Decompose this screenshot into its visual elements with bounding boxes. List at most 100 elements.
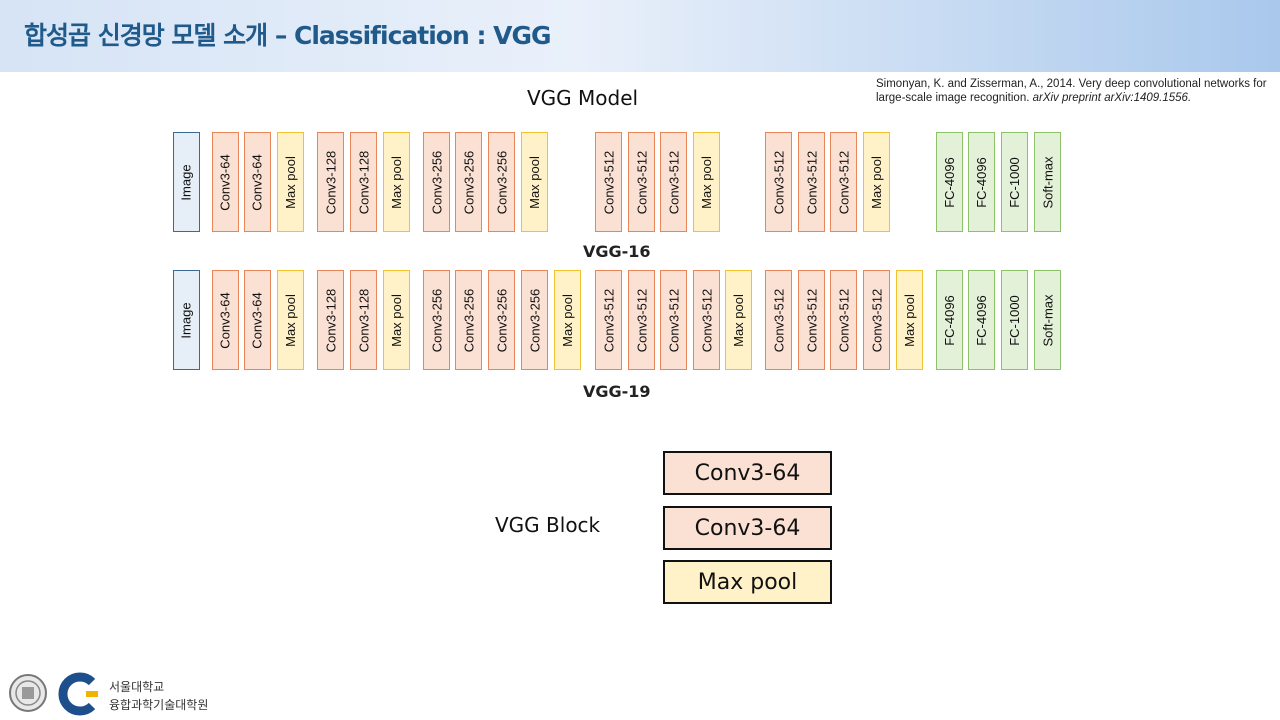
footer-institution: 서울대학교 융합과학기술대학원 — [109, 678, 208, 714]
vgg19-layer-img: Image — [173, 270, 200, 370]
header-bar: 합성곱 신경망 모델 소개 – Classification : VGG — [0, 0, 1280, 72]
vgg19-layer-fc: FC-1000 — [1001, 270, 1028, 370]
vgg19-layer-conv: Conv3-256 — [521, 270, 548, 370]
vgg16-layer-label: Conv3-256 — [429, 150, 445, 214]
vgg19-layer-conv: Conv3-64 — [212, 270, 239, 370]
vgg19-layer-label: Conv3-512 — [666, 288, 682, 352]
vgg19-layer-label: Conv3-512 — [836, 288, 852, 352]
vgg-block-label: VGG Block — [495, 513, 601, 537]
vgg16-layer-conv: Conv3-256 — [488, 132, 515, 232]
vgg16-layer-fc: FC-4096 — [936, 132, 963, 232]
vgg19-layer-conv: Conv3-512 — [830, 270, 857, 370]
vgg19-layer-label: Conv3-128 — [356, 288, 372, 352]
vgg16-layer-conv: Conv3-512 — [798, 132, 825, 232]
vgg19-layer-label: Conv3-256 — [527, 288, 543, 352]
vgg19-layer-label: Conv3-256 — [461, 288, 477, 352]
vgg16-layer-fc: Soft-max — [1034, 132, 1061, 232]
vgg19-layer-label: Conv3-64 — [250, 291, 265, 349]
vgg-block-maxpool: Max pool — [663, 560, 832, 604]
vgg16-layer-label: Conv3-512 — [804, 150, 820, 214]
snu-emblem-icon — [9, 674, 47, 712]
vgg16-layer-conv: Conv3-512 — [765, 132, 792, 232]
vgg16-layer-label: FC-1000 — [1007, 156, 1023, 208]
vgg19-layer-label: Soft-max — [1040, 293, 1056, 347]
vgg16-layer-label: Max pool — [283, 155, 298, 209]
vgg19-layer-conv: Conv3-256 — [423, 270, 450, 370]
vgg19-layer-pool: Max pool — [554, 270, 581, 370]
vgg19-layer-label: Conv3-128 — [323, 288, 339, 352]
vgg16-layer-label: Max pool — [389, 155, 404, 209]
vgg19-layer-label: Conv3-512 — [699, 288, 715, 352]
vgg16-layer-label: Max pool — [869, 155, 884, 209]
vgg19-layer-label: Max pool — [902, 293, 917, 347]
vgg19-layer-pool: Max pool — [896, 270, 923, 370]
vgg16-layer-fc: FC-4096 — [968, 132, 995, 232]
vgg19-layer-label: Max pool — [283, 293, 298, 347]
slide-title: 합성곱 신경망 모델 소개 – Classification : VGG — [24, 21, 552, 50]
citation: Simonyan, K. and Zisserman, A., 2014. Ve… — [876, 77, 1271, 105]
vgg16-layer-label: Conv3-256 — [461, 150, 477, 214]
vgg16-layer-fc: FC-1000 — [1001, 132, 1028, 232]
vgg19-layer-fc: Soft-max — [1034, 270, 1061, 370]
vgg19-layer-pool: Max pool — [383, 270, 410, 370]
vgg16-layer-conv: Conv3-512 — [628, 132, 655, 232]
vgg16-layer-label: Conv3-512 — [771, 150, 787, 214]
vgg16-layer-conv: Conv3-512 — [595, 132, 622, 232]
vgg16-layer-label: Soft-max — [1040, 155, 1056, 209]
vgg16-layer-conv: Conv3-128 — [317, 132, 344, 232]
vgg16-layer-conv: Conv3-128 — [350, 132, 377, 232]
vgg16-layer-pool: Max pool — [863, 132, 890, 232]
vgg19-layer-label: Conv3-256 — [494, 288, 510, 352]
vgg19-layer-conv: Conv3-256 — [455, 270, 482, 370]
vgg16-layer-label: Conv3-64 — [218, 153, 233, 211]
vgg19-layer-label: Max pool — [389, 293, 404, 347]
vgg19-layer-conv: Conv3-512 — [693, 270, 720, 370]
vgg16-layer-label: Conv3-256 — [494, 150, 510, 214]
vgg16-layer-conv: Conv3-256 — [423, 132, 450, 232]
vgg16-layer-label: Conv3-128 — [356, 150, 372, 214]
vgg16-layer-pool: Max pool — [693, 132, 720, 232]
vgg19-layer-conv: Conv3-128 — [350, 270, 377, 370]
vgg19-layer-label: Conv3-512 — [804, 288, 820, 352]
model-title: VGG Model — [527, 86, 639, 110]
vgg19-layer-label: FC-4096 — [974, 294, 990, 346]
vgg16-layer-pool: Max pool — [383, 132, 410, 232]
vgg19-layer-conv: Conv3-64 — [244, 270, 271, 370]
citation-text: Simonyan, K. and Zisserman, A., 2014. Ve… — [876, 78, 1267, 104]
vgg19-label: VGG-19 — [583, 382, 651, 401]
vgg16-layer-label: Conv3-512 — [666, 150, 682, 214]
vgg19-layer-label: Conv3-64 — [218, 291, 233, 349]
vgg-block-conv-2: Conv3-64 — [663, 506, 832, 550]
vgg16-layer-label: FC-4096 — [974, 156, 990, 208]
vgg19-layer-conv: Conv3-512 — [863, 270, 890, 370]
vgg19-layer-label: Conv3-512 — [771, 288, 787, 352]
vgg19-layer-label: Conv3-256 — [429, 288, 445, 352]
vgg16-label: VGG-16 — [583, 242, 651, 261]
vgg19-layer-pool: Max pool — [277, 270, 304, 370]
vgg19-layer-conv: Conv3-512 — [660, 270, 687, 370]
vgg19-layer-label: FC-4096 — [942, 294, 958, 346]
vgg16-layer-label: Conv3-512 — [836, 150, 852, 214]
convergence-logo-icon — [58, 672, 98, 716]
vgg19-layer-label: Max pool — [560, 293, 575, 347]
vgg16-layer-label: Conv3-128 — [323, 150, 339, 214]
footer-school: 융합과학기술대학원 — [109, 698, 209, 712]
vgg-block-conv-1: Conv3-64 — [663, 451, 832, 495]
vgg16-layer-conv: Conv3-512 — [660, 132, 687, 232]
vgg19-layer-label: Conv3-512 — [634, 288, 650, 352]
footer-university: 서울대학교 — [109, 680, 165, 694]
vgg16-layer-conv: Conv3-256 — [455, 132, 482, 232]
vgg19-layer-label: Max pool — [731, 293, 746, 347]
vgg19-layer-pool: Max pool — [725, 270, 752, 370]
vgg16-layer-img: Image — [173, 132, 200, 232]
vgg19-layer-label: Conv3-512 — [869, 288, 885, 352]
vgg19-layer-conv: Conv3-256 — [488, 270, 515, 370]
vgg19-layer-conv: Conv3-512 — [765, 270, 792, 370]
vgg16-layer-label: Max pool — [527, 155, 542, 209]
vgg16-layer-pool: Max pool — [277, 132, 304, 232]
vgg16-layer-conv: Conv3-64 — [212, 132, 239, 232]
vgg19-layer-label: Image — [179, 301, 195, 339]
vgg19-layer-fc: FC-4096 — [968, 270, 995, 370]
vgg19-layer-fc: FC-4096 — [936, 270, 963, 370]
vgg16-layer-label: Max pool — [699, 155, 714, 209]
